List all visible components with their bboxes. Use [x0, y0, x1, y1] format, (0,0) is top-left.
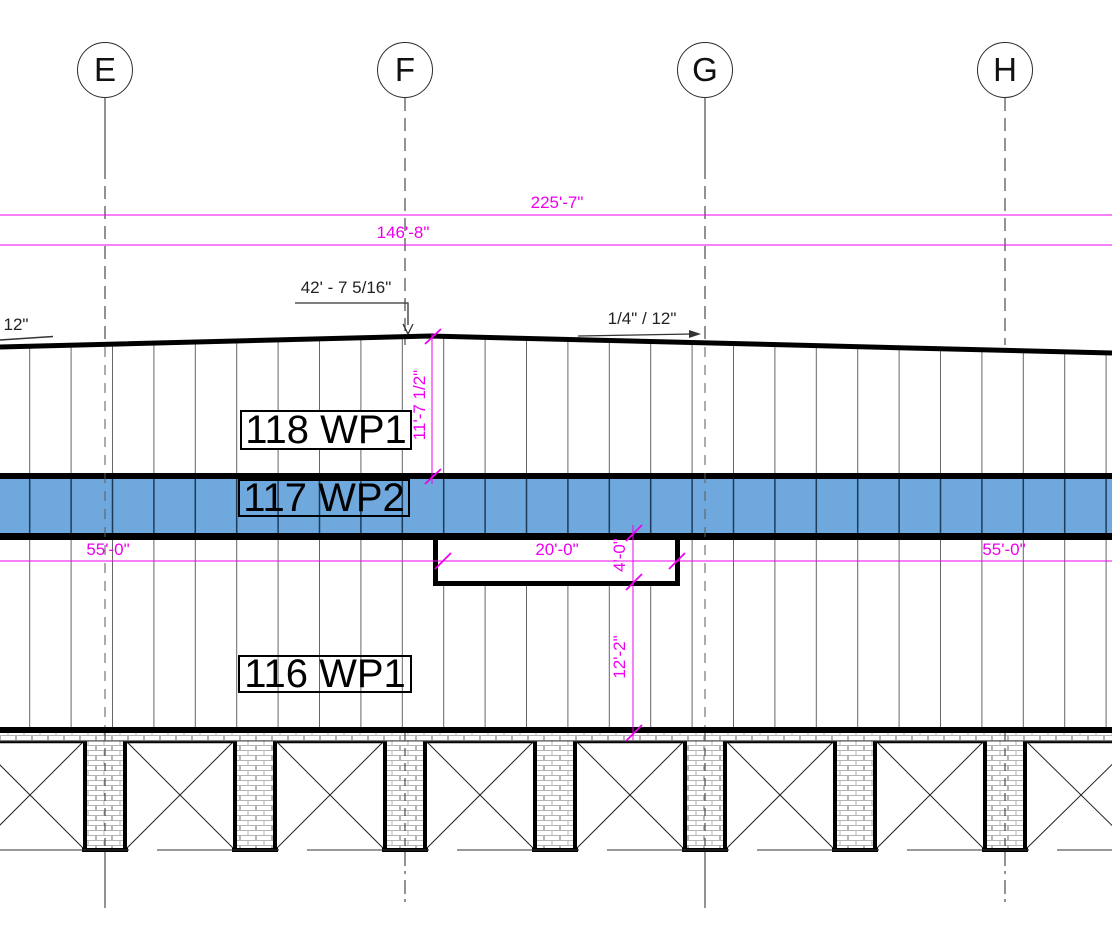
roof-line [0, 333, 1112, 356]
slope-ratio-text: 1/4" / 12" [607, 309, 677, 328]
panel-band-117-bottom-edge [0, 533, 1112, 540]
slope-arrow [577, 330, 701, 338]
left-slope-line [0, 335, 54, 341]
left-slope-run-text: 12" [3, 315, 29, 334]
right-bay-width-dim: 55'-0" [982, 540, 1026, 559]
ridge-elevation-text: 42' - 7 5/16" [300, 278, 392, 297]
panel-tag-117-wp2: 117 WP2 [238, 476, 410, 520]
upper-panel-height-dim: 11'-7 1/2" [410, 369, 429, 441]
panel-tag-118-wp1: 118 WP1 [240, 410, 412, 450]
grid-bubble-e-label: E [93, 51, 116, 88]
dimension-lines [0, 214, 1112, 742]
panel-band-117-joints [28, 479, 1107, 533]
grid-bubble-g-label: G [692, 51, 718, 88]
left-bay-width-dim: 55'-0" [86, 540, 130, 559]
recess-notch [433, 540, 680, 586]
grid-bubble-f: F [377, 42, 433, 98]
grid-bubble-h: H [977, 42, 1033, 98]
grid-bubble-f-label: F [394, 51, 416, 88]
panel-band-117-fill [0, 479, 1112, 533]
ridge-leader [295, 302, 414, 336]
lower-panel-height-dim: 12'-2" [610, 635, 629, 679]
panel-tag-116-wp1: 116 WP1 [238, 652, 412, 696]
floor-line [0, 727, 1112, 733]
notch-width-dim: 20'-0" [535, 540, 579, 559]
panel-tag-118-text: 118 WP1 [245, 408, 407, 452]
panel-tag-117-text: 117 WP2 [243, 476, 405, 520]
grid-bubble-g: G [677, 42, 733, 98]
grid-bubble-h-label: H [993, 51, 1017, 88]
foundation-brick-strip [0, 733, 1112, 741]
wall-and-foundation-linework [0, 338, 1112, 852]
overall-dimension-upper: 225'-7" [530, 193, 584, 212]
notch-depth-dim: 4'-0" [610, 538, 629, 572]
grid-bubble-e: E [77, 42, 133, 98]
panel-band-117-top-edge [0, 473, 1112, 479]
panel-tag-116-text: 116 WP1 [244, 652, 406, 696]
overall-dimension-lower: 146'-8" [376, 223, 430, 242]
